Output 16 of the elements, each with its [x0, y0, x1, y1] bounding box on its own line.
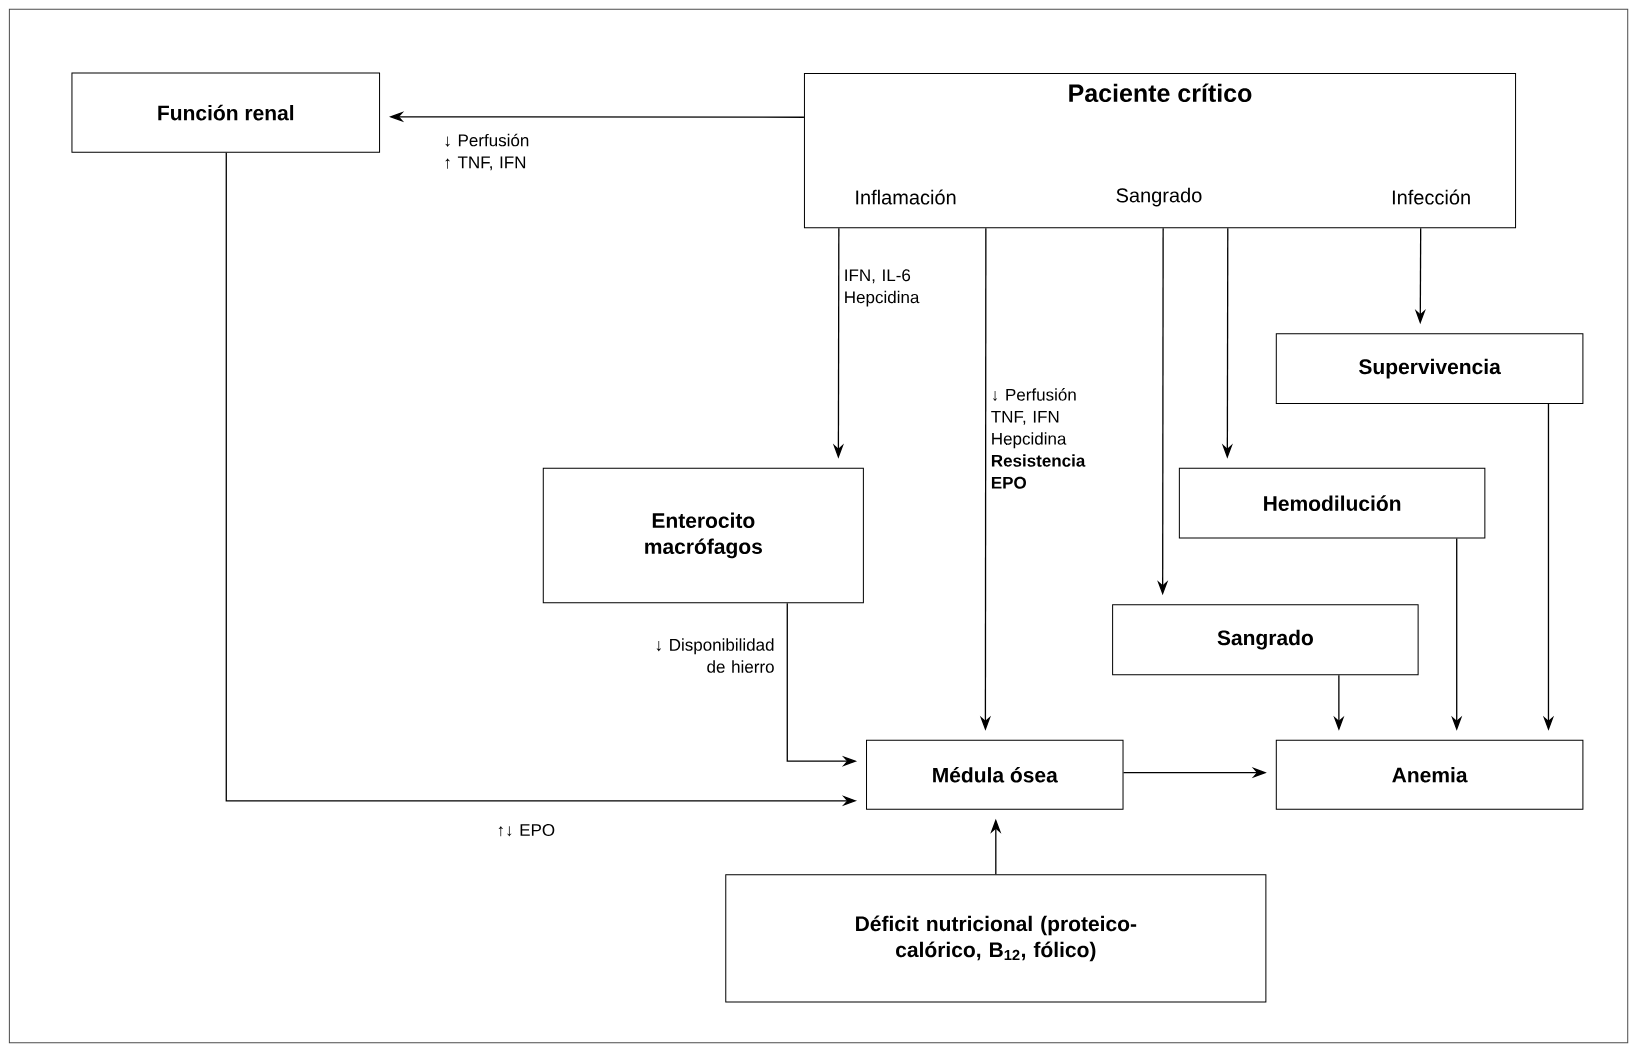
category-label: Sangrado: [1116, 187, 1202, 207]
category-label: Inflamación: [856, 189, 956, 205]
category-label: Infección: [1392, 189, 1470, 205]
edge-label: ↑↓ EPO: [498, 823, 555, 837]
process-box: Anemia: [1275, 739, 1584, 810]
process-box: Médula ósea: [866, 739, 1124, 810]
process-box: Sangrado: [1112, 604, 1419, 676]
process-box: Déficit nutricional (proteico-calórico, B$_{12}$, fólico): [725, 874, 1267, 1003]
process-box: Función renal: [71, 72, 381, 153]
process-box: Supervivencia: [1275, 333, 1584, 405]
process-box: Hemodilución: [1178, 467, 1486, 539]
process-box: Enterocito macrófagos: [542, 467, 864, 604]
edge-label: IFN, IL-6 Hepcidina: [845, 269, 920, 307]
edge-label: ↓ Disponibilidad de hierro: [656, 638, 774, 673]
edge-label: ↓ Perfusión TNF, IFN Hepcidina Resistencia EPO: [991, 388, 1086, 489]
edge-label: ↓ Perfusión ↑ TNF, IFN: [445, 133, 529, 171]
